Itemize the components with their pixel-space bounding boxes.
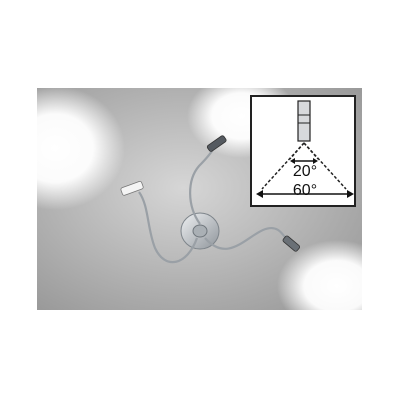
light-pool-left	[37, 88, 125, 210]
beam-diagram-drawing	[256, 100, 354, 198]
spot-head-top	[206, 135, 227, 152]
beam-angle-diagram: 20° 60°	[250, 95, 356, 207]
flex-arm-left	[138, 191, 199, 264]
wide-angle-label: 60°	[292, 182, 318, 199]
light-pool-right	[277, 240, 362, 310]
narrow-angle-label: 20°	[292, 163, 318, 180]
flex-arm-right	[204, 226, 288, 250]
spot-head-right	[282, 235, 301, 252]
spot-head-left	[120, 180, 144, 196]
spotlight-body-icon	[297, 100, 311, 142]
